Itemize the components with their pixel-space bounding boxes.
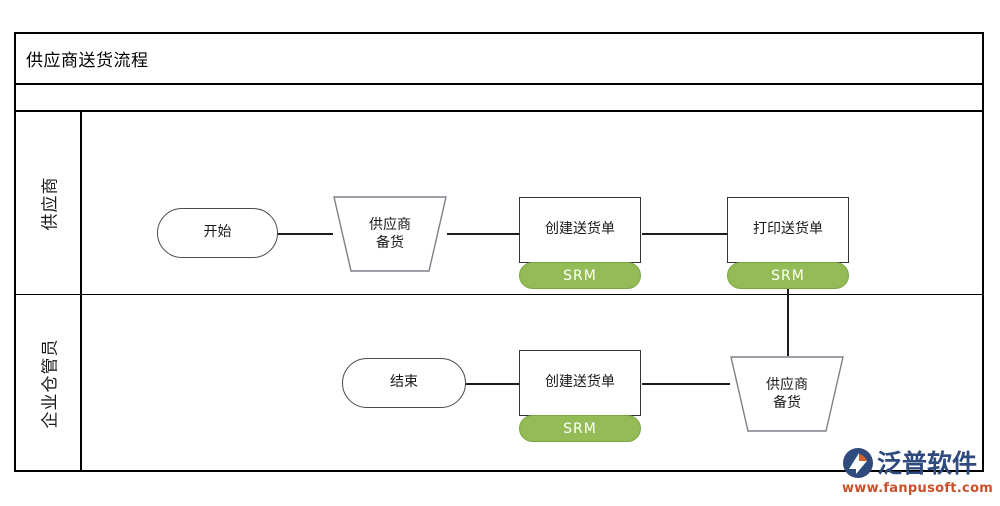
node-print-delivery-note[interactable]: 打印送货单 <box>727 197 849 263</box>
connector-start-to-prep <box>277 233 335 235</box>
node-create-delivery-note-supplier[interactable]: 创建送货单 <box>519 197 641 263</box>
swimlane-warehouse: 企业仓管员 结束 创建送货单 SRM <box>16 295 982 472</box>
trapezoid-shape <box>333 196 447 272</box>
node-end[interactable]: 结束 <box>342 358 466 408</box>
badge-srm-print-label: SRM <box>771 267 805 284</box>
logo-row: 泛普软件 <box>842 446 992 480</box>
connector-print-down-lower <box>787 295 789 357</box>
diagram-spacer-band <box>16 85 982 112</box>
page-title: 供应商送货流程 <box>26 51 149 71</box>
node-create-delivery-note-warehouse-label: 创建送货单 <box>545 374 615 391</box>
swimlane-header-warehouse: 企业仓管员 <box>16 295 82 472</box>
swimlane-label-supplier: 供应商 <box>40 176 61 230</box>
connector-end-to-create <box>465 383 521 385</box>
connector-prep-to-create <box>446 233 520 235</box>
fanpu-swoosh-icon <box>843 448 873 478</box>
badge-srm-create-supplier-label: SRM <box>563 267 597 284</box>
swimlane-supplier: 供应商 开始 供应商 备货 创建送货 <box>16 112 982 298</box>
badge-srm-print: SRM <box>727 262 849 289</box>
badge-srm-create-warehouse: SRM <box>519 415 641 442</box>
logo-wordmark: 泛普软件 <box>877 448 978 478</box>
node-start-label: 开始 <box>203 224 232 241</box>
node-create-delivery-note-warehouse[interactable]: 创建送货单 <box>519 350 641 416</box>
connector-create-to-print <box>642 233 728 235</box>
node-supplier-prep-line2: 备货 <box>376 235 404 251</box>
node-supplier-prep-warehouse-line1: 供应商 <box>766 376 808 393</box>
swimlane-body-warehouse: 结束 创建送货单 SRM 供应商 备货 <box>82 295 982 472</box>
fanpu-logo: 泛普软件 www.fanpusoft.com <box>842 446 994 502</box>
node-supplier-prep-warehouse[interactable]: 供应商 备货 <box>730 356 844 432</box>
node-start[interactable]: 开始 <box>157 208 278 258</box>
trapezoid-shape-2 <box>730 356 844 432</box>
flowchart-frame: 供应商送货流程 供应商 开始 供应商 备货 <box>14 32 984 472</box>
node-supplier-prep-warehouse-line2: 备货 <box>773 395 801 411</box>
swimlane-body-supplier: 开始 供应商 备货 创建送货单 SRM 打印送货单 <box>82 112 982 298</box>
node-create-delivery-note-supplier-label: 创建送货单 <box>545 221 615 238</box>
swimlane-label-warehouse: 企业仓管员 <box>40 338 61 429</box>
node-supplier-prep-line1: 供应商 <box>369 216 411 233</box>
connector-create-to-prep <box>642 383 742 385</box>
node-supplier-prep[interactable]: 供应商 备货 <box>333 196 447 272</box>
node-supplier-prep-warehouse-label: 供应商 备货 <box>766 376 808 412</box>
node-print-delivery-note-label: 打印送货单 <box>753 221 823 238</box>
node-end-label: 结束 <box>390 374 418 391</box>
logo-url: www.fanpusoft.com <box>842 481 994 496</box>
connector-print-down-upper <box>787 286 789 298</box>
node-supplier-prep-label: 供应商 备货 <box>369 216 411 252</box>
swimlane-header-supplier: 供应商 <box>16 112 82 294</box>
diagram-title-band: 供应商送货流程 <box>16 34 982 85</box>
badge-srm-create-warehouse-label: SRM <box>563 420 597 437</box>
badge-srm-create-supplier: SRM <box>519 262 641 289</box>
